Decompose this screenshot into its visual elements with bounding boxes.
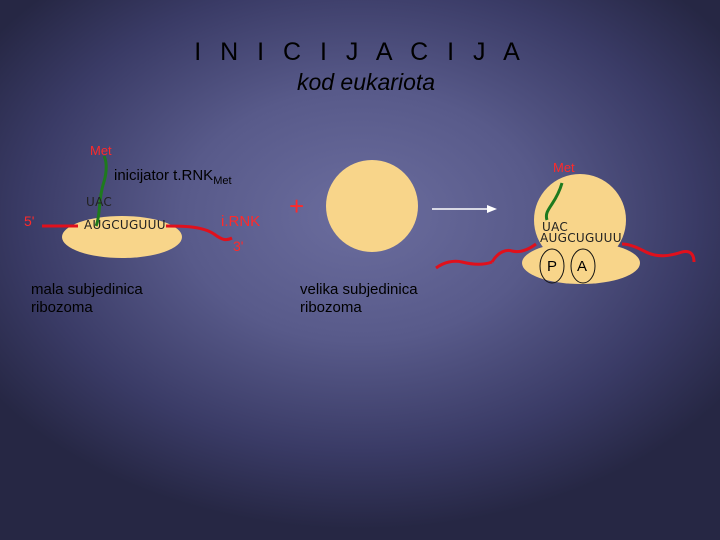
amino-acid-left: Met bbox=[90, 143, 112, 158]
mrna-label: i.RNK bbox=[221, 213, 261, 230]
codons-right: AUGCUGUUU bbox=[540, 231, 622, 245]
mrna-strand-right-left-tail bbox=[435, 259, 493, 270]
five-prime-label: 5' bbox=[24, 213, 35, 229]
mrna-strand-left-3prime bbox=[165, 224, 233, 242]
large-subunit-middle bbox=[326, 160, 418, 252]
amino-acid-right: Met bbox=[553, 160, 575, 175]
title-main: I N I C I J A C I J A bbox=[194, 38, 526, 66]
small-subunit-label: mala subjedinica ribozoma bbox=[31, 281, 143, 316]
trna-label-text: inicijator t.RNK bbox=[114, 167, 214, 184]
trna-right bbox=[544, 182, 564, 221]
trna-left bbox=[94, 155, 108, 227]
trna-label-subscript: Met bbox=[213, 175, 232, 187]
mrna-strand-right-3prime bbox=[621, 242, 696, 263]
small-subunit-right bbox=[522, 242, 640, 284]
large-subunit-label: velika subjedinica ribozoma bbox=[300, 281, 418, 316]
a-site-outline bbox=[570, 248, 596, 284]
p-site-label: P bbox=[547, 258, 558, 275]
anticodon-right: UAC bbox=[542, 220, 569, 234]
a-site-label: A bbox=[577, 258, 588, 275]
codons-left: AUGCUGUUU bbox=[84, 218, 166, 232]
arrow-head bbox=[487, 205, 497, 213]
small-subunit-left bbox=[62, 216, 182, 258]
mrna-strand-right-5prime bbox=[490, 242, 537, 263]
title-subtitle: kod eukariota bbox=[296, 69, 436, 95]
p-site-outline bbox=[539, 248, 565, 284]
anticodon-left: UAC bbox=[86, 195, 113, 209]
trna-label: inicijator t.RNKMet bbox=[114, 167, 232, 187]
plus-sign: + bbox=[289, 191, 305, 221]
three-prime-label: 3' bbox=[233, 238, 244, 254]
